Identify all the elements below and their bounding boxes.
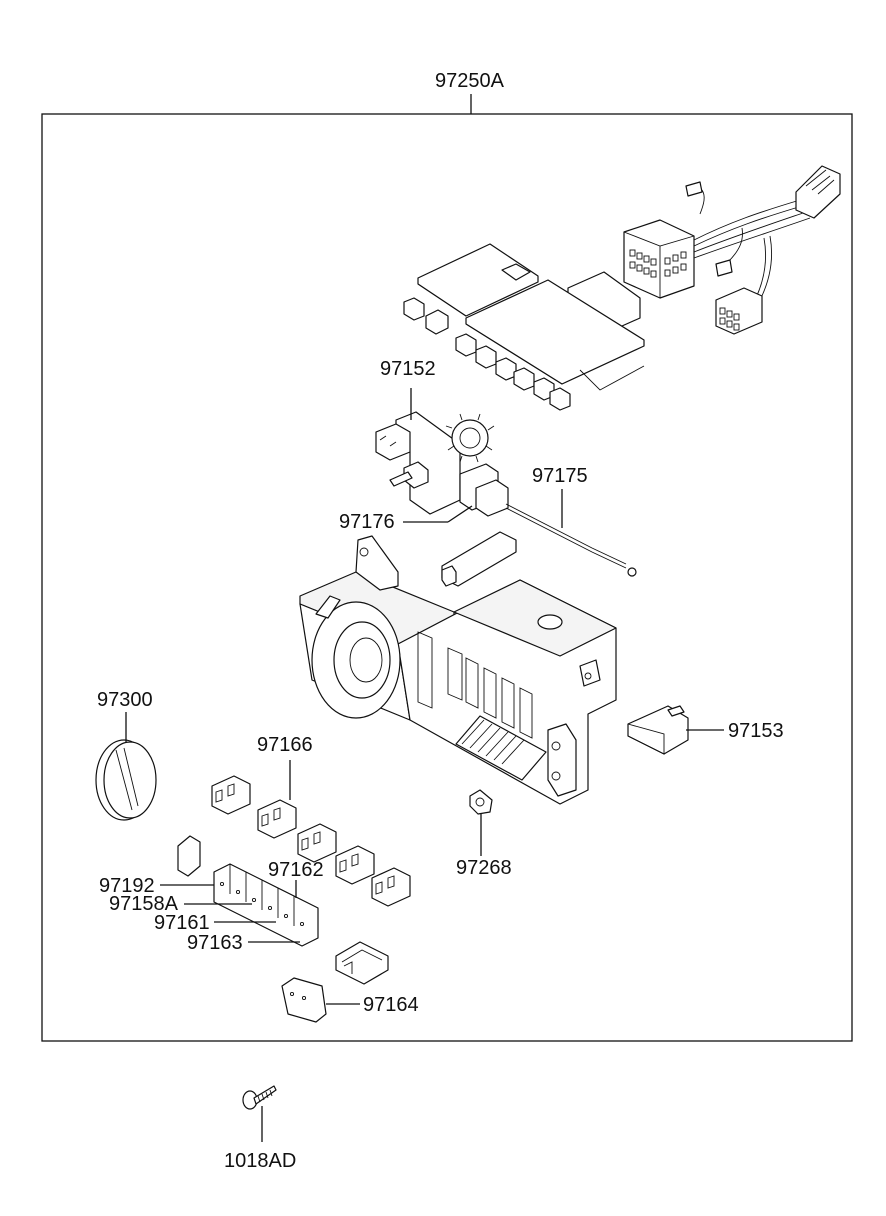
part-97153 bbox=[627, 705, 689, 755]
control-head-housing bbox=[299, 535, 617, 805]
label-97161: 97161 bbox=[154, 912, 210, 934]
wiring-harness bbox=[623, 165, 841, 335]
label-97166: 97166 bbox=[257, 734, 313, 756]
label-97192: 97192 bbox=[99, 875, 155, 897]
small-actuator bbox=[441, 531, 517, 587]
part-1018AD-screw bbox=[242, 1085, 277, 1110]
label-97153: 97153 bbox=[728, 720, 784, 742]
leader-lines bbox=[125, 388, 724, 1142]
label-97164: 97164 bbox=[363, 994, 419, 1016]
control-cable bbox=[505, 503, 637, 577]
small-connectors bbox=[211, 775, 411, 907]
label-97268: 97268 bbox=[456, 857, 512, 879]
part-97162-connector bbox=[335, 941, 389, 985]
label-97175: 97175 bbox=[532, 465, 588, 487]
label-97152: 97152 bbox=[380, 358, 436, 380]
part-97268 bbox=[469, 789, 493, 815]
part-97164 bbox=[281, 977, 327, 1023]
circuit-boards bbox=[403, 243, 645, 411]
label-1018AD: 1018AD bbox=[224, 1150, 297, 1172]
label-97300: 97300 bbox=[97, 689, 153, 711]
label-97158A: 97158A bbox=[109, 893, 178, 915]
assembly-frame bbox=[41, 113, 853, 1042]
label-97176: 97176 bbox=[339, 511, 395, 533]
button-strip bbox=[177, 835, 319, 947]
label-97250A: 97250A bbox=[435, 70, 504, 92]
label-97162: 97162 bbox=[268, 859, 324, 881]
label-97163: 97163 bbox=[187, 932, 243, 954]
gear-switch-assembly bbox=[375, 411, 509, 517]
part-97300-knob bbox=[95, 739, 157, 821]
